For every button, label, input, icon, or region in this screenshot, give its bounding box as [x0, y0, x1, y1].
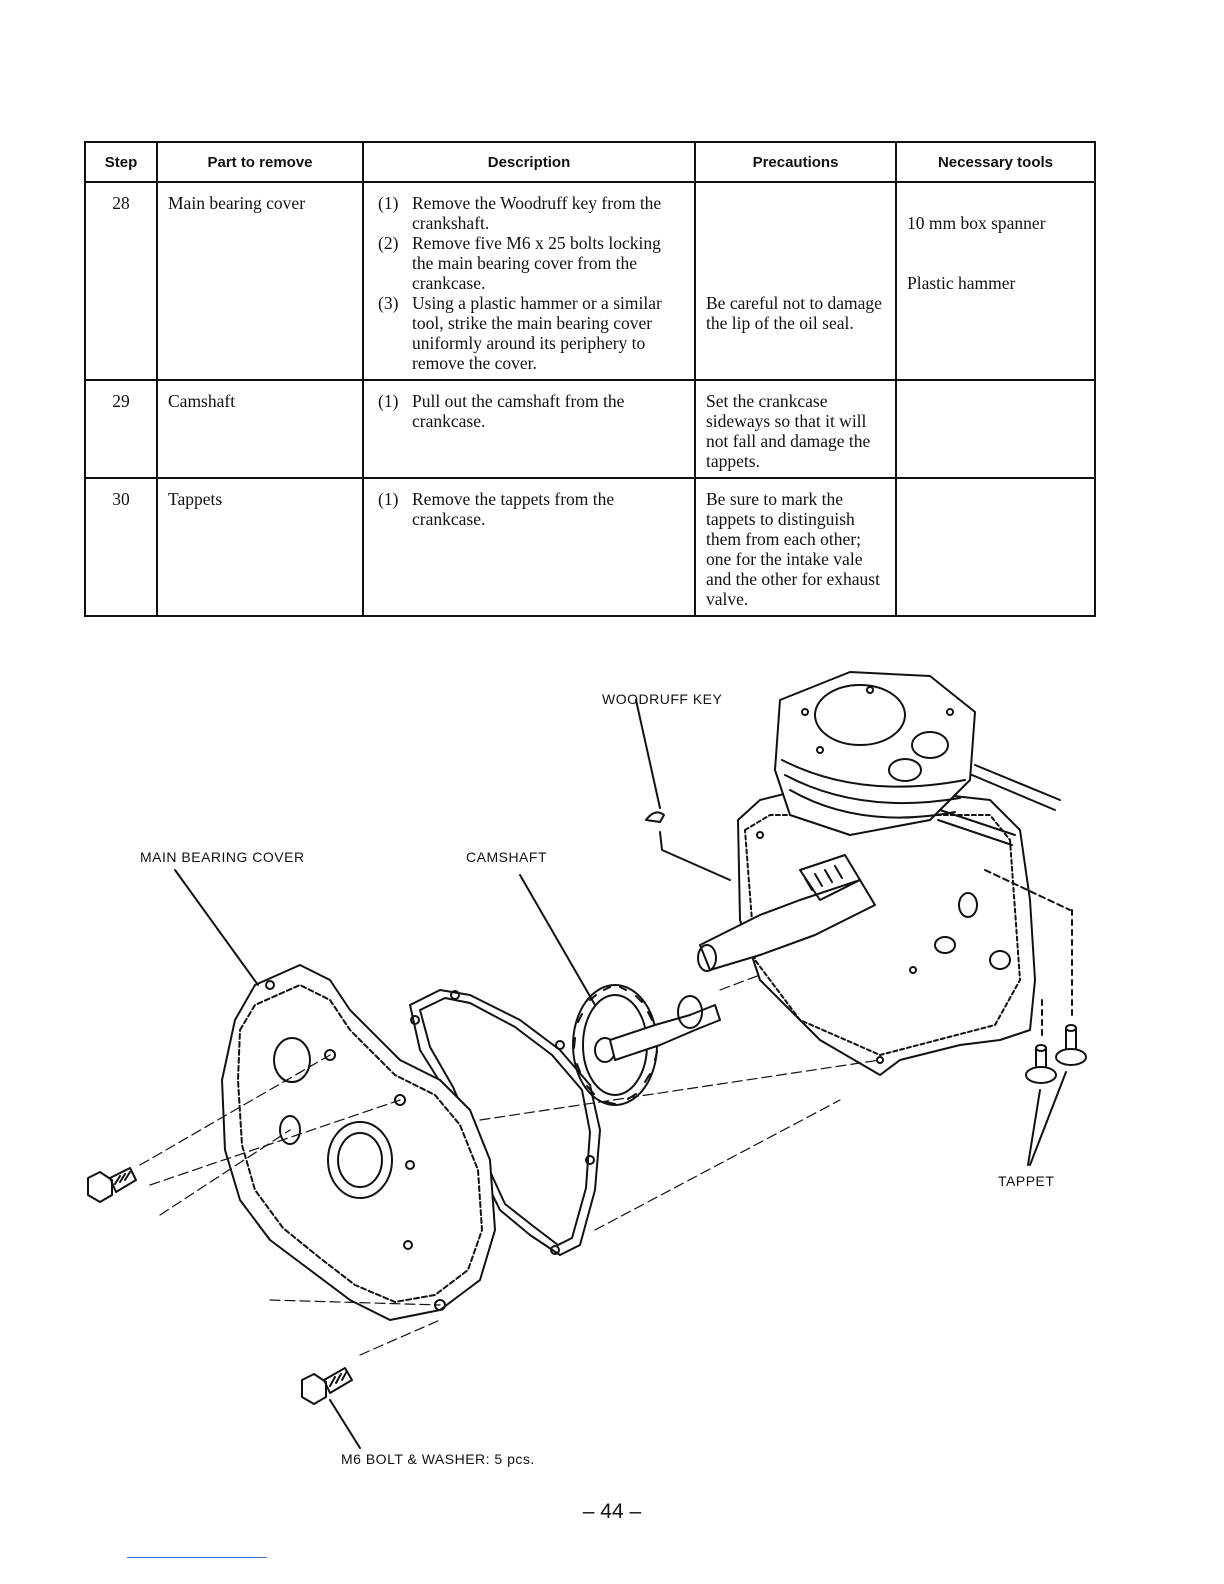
label-camshaft: CAMSHAFT — [466, 849, 547, 865]
exploded-view-diagram — [87, 671, 1087, 1449]
tool-item: Plastic hammer — [907, 273, 1016, 293]
precaution-text: Set the crankcase sideways so that it wi… — [694, 380, 897, 479]
table-row: 29 Camshaft (1)Pull out the camshaft fro… — [84, 380, 1096, 479]
page-number: – 44 – — [582, 1500, 642, 1523]
header-part-to-remove: Part to remove — [156, 142, 364, 183]
tappet-illustration — [1025, 909, 1087, 1166]
header-precautions: Precautions — [694, 142, 897, 183]
label-main-bearing-cover: MAIN BEARING COVER — [140, 849, 305, 865]
description-item: (2)Remove five M6 x 25 bolts locking the… — [378, 233, 661, 293]
table-header-row: Step Part to remove Description Precauti… — [84, 142, 1096, 183]
main-bearing-cover-illustration — [174, 869, 496, 1321]
table-row: 28 Main bearing cover (1)Remove the Wood… — [84, 182, 1096, 381]
header-description: Description — [362, 142, 696, 183]
part-to-remove: Tappets — [156, 478, 364, 617]
m6-bolt-illustration — [87, 1167, 361, 1449]
description-cell: (1)Pull out the camshaft from the crankc… — [362, 380, 696, 479]
precaution-text: Be sure to mark the tappets to distingui… — [694, 478, 897, 617]
description-cell: (1)Remove the tappets from the crankcase… — [362, 478, 696, 617]
label-woodruff-key: WOODRUFF KEY — [602, 691, 723, 707]
tools-cell — [895, 380, 1096, 479]
description-cell: (1)Remove the Woodruff key from the cran… — [362, 182, 696, 381]
precaution-cell: Be careful not to damage the lip of the … — [694, 182, 897, 381]
tools-cell: 10 mm box spanner Plastic hammer — [895, 182, 1096, 381]
step-number: 28 — [84, 182, 158, 381]
table-row: 30 Tappets (1)Remove the tappets from th… — [84, 478, 1096, 617]
disassembly-steps-table: Step Part to remove Description Precauti… — [84, 141, 1096, 617]
label-tappet: TAPPET — [998, 1173, 1055, 1189]
step-number: 30 — [84, 478, 158, 617]
label-m6-bolt-washer: M6 BOLT & WASHER: 5 pcs. — [341, 1451, 535, 1467]
header-step: Step — [84, 142, 158, 183]
tools-cell — [895, 478, 1096, 617]
description-item: (1)Pull out the camshaft from the crankc… — [378, 391, 625, 431]
part-to-remove: Camshaft — [156, 380, 364, 479]
assembly-guide-lines — [139, 974, 881, 1356]
description-item: (1)Remove the Woodruff key from the cran… — [378, 193, 662, 233]
woodruff-key-illustration — [635, 699, 731, 881]
footer-rule — [127, 1557, 267, 1558]
step-number: 29 — [84, 380, 158, 479]
crankcase-illustration — [697, 671, 1071, 1076]
tool-item: 10 mm box spanner — [907, 213, 1046, 233]
precaution-text: Be careful not to damage the lip of the … — [706, 293, 882, 333]
part-to-remove: Main bearing cover — [156, 182, 364, 381]
camshaft-illustration — [519, 874, 721, 1106]
header-necessary-tools: Necessary tools — [895, 142, 1096, 183]
description-item: (3)Using a plastic hammer or a similar t… — [378, 293, 662, 373]
description-item: (1)Remove the tappets from the crankcase… — [378, 489, 615, 529]
